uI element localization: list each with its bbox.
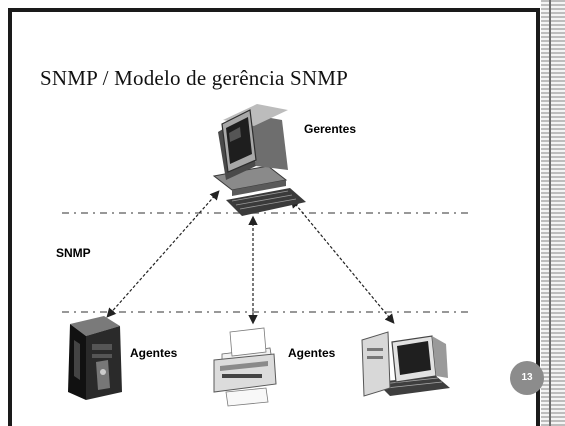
printer-agent-label: Agentes	[288, 346, 336, 360]
protocol-label: SNMP	[56, 246, 91, 260]
server-tower-icon	[68, 316, 122, 400]
snmp-link-desktop	[290, 198, 395, 324]
slide-frame-left	[8, 8, 12, 426]
slide-title: SNMP / Modelo de gerência SNMP	[40, 66, 348, 90]
snmp-link-server	[106, 190, 220, 318]
desktop-computer-icon	[361, 331, 450, 397]
manager-label: Gerentes	[304, 122, 357, 136]
slide-side-border-line	[549, 0, 551, 426]
slide-frame-top	[8, 8, 540, 12]
printer-icon	[213, 327, 277, 407]
page-number-badge: 13	[510, 361, 544, 395]
server-agent-label: Agentes	[130, 346, 178, 360]
slide-frame-right	[536, 8, 540, 426]
slide-side-border	[541, 0, 565, 426]
manager-computer-icon	[212, 104, 306, 216]
